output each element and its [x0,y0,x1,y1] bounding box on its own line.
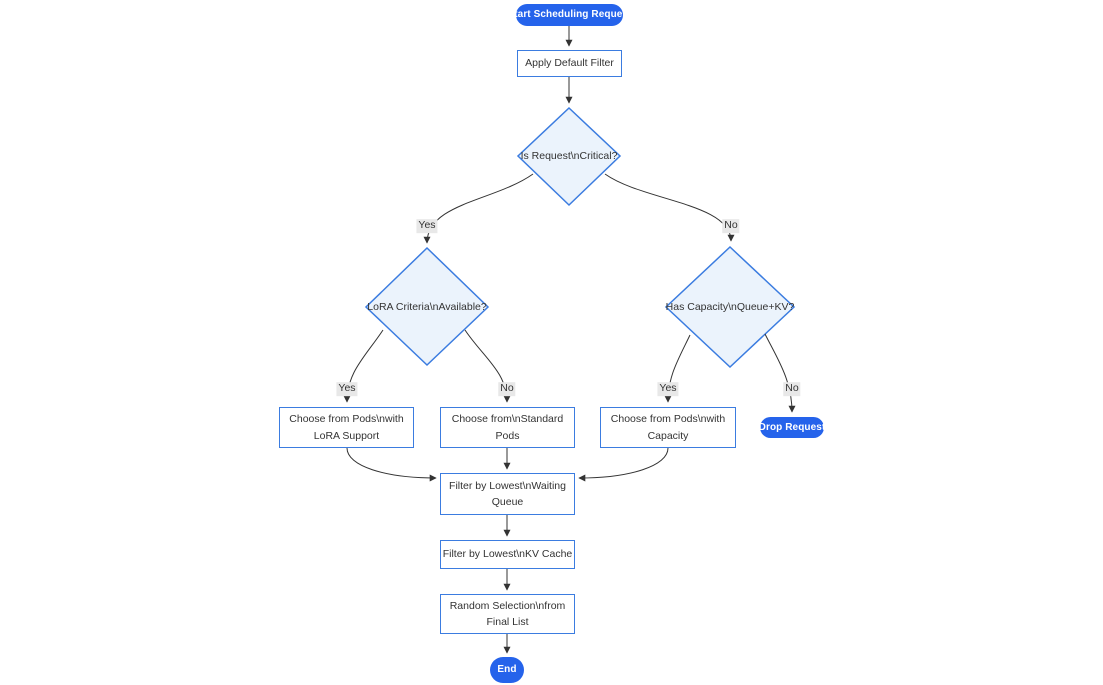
node-random-selection: Random Selection\nfrom Final List [440,594,575,634]
node-choose-standard-pods-label: Choose from\nStandard Pods [451,413,564,442]
edge-critical-no [604,173,735,242]
node-has-capacity-label: Has Capacity\nQueue+KV? [665,301,795,313]
node-choose-capacity-pods: Choose from Pods\nwith Capacity [600,407,736,448]
node-lora-criteria-label: LoRA Criteria\nAvailable? [367,301,487,313]
node-filter-waiting-queue: Filter by Lowest\nWaiting Queue [440,473,575,515]
node-choose-capacity-pods-label: Choose from Pods\nwith Capacity [610,413,726,442]
node-apply-default-filter-label: Apply Default Filter [525,57,614,70]
node-filter-kv-cache: Filter by Lowest\nKV Cache [440,540,575,569]
diamond-lora-criteria-shape [364,246,490,367]
diamond-has-capacity-shape [664,245,796,369]
node-start: Start Scheduling Request [507,4,631,26]
node-end: End [490,657,524,683]
node-end-label: End [497,664,517,676]
node-drop-request: Drop Request [758,417,826,438]
node-choose-lora-pods: Choose from Pods\nwith LoRA Support [279,407,414,448]
edge-label-capacity-no: No [783,382,801,396]
node-filter-waiting-queue-label: Filter by Lowest\nWaiting Queue [449,479,566,508]
edge-label-lora-no: No [498,382,516,396]
edge-label-lora-yes: Yes [336,382,358,396]
edge-label-critical-no: No [722,219,740,233]
node-filter-kv-cache-label: Filter by Lowest\nKV Cache [442,548,573,561]
node-is-critical-label: Is Request\nCritical? [520,150,618,162]
edge-label-critical-yes: Yes [416,219,438,233]
edge-critical-yes [423,173,534,244]
edge-lora-pods-to-filter [346,447,437,482]
diamond-is-critical-shape [516,106,622,207]
edge-capacity-pods-to-filter [578,447,669,482]
edge-label-capacity-yes: Yes [657,382,679,396]
node-random-selection-label: Random Selection\nfrom Final List [449,599,566,628]
node-choose-lora-pods-label: Choose from Pods\nwith LoRA Support [289,413,404,442]
node-apply-default-filter: Apply Default Filter [517,50,622,77]
node-drop-request-label: Drop Request [758,421,826,433]
edge-capacity-no [764,333,796,413]
node-choose-standard-pods: Choose from\nStandard Pods [440,407,575,448]
node-start-label: Start Scheduling Request [507,9,632,21]
